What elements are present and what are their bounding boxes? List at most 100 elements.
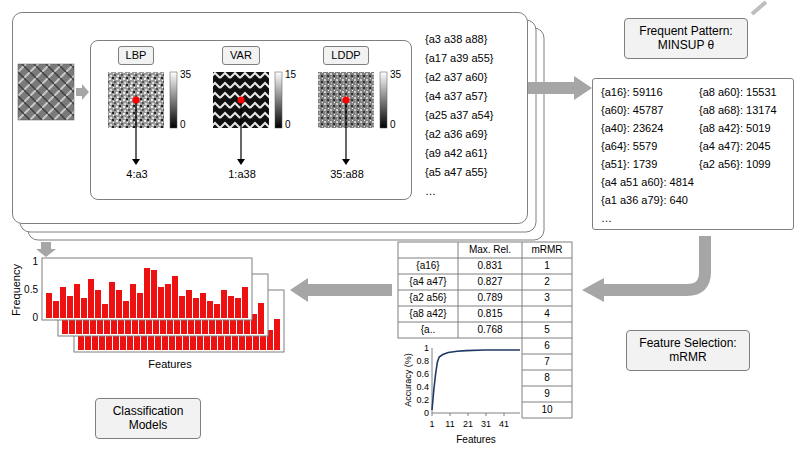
table-grid (398, 274, 572, 275)
node-text: {a25 a37 a54} (425, 109, 494, 122)
pipeline-panel: {a3 a38 a88}{a17 a39 a55}{a2 a37 a60}{a4… (12, 12, 528, 224)
colorbar-value: 0 (390, 119, 396, 131)
node-text: {a40}: 23624 (601, 122, 663, 135)
pixel-marker (343, 97, 350, 104)
axis-title: Features (456, 434, 495, 446)
node-text: Classification Models (103, 404, 193, 433)
descriptor-label: LBP (118, 46, 155, 65)
table-cell: {a4 a47} (409, 276, 446, 288)
histogram-panel (42, 258, 252, 320)
node-text: {a8 a60}: 15531 (699, 86, 777, 99)
pattern-list-box: {a16}: 59116 {a60}: 45787 {a40}: 23624 {a64… (592, 78, 794, 230)
axis-title: Frequency (10, 264, 23, 316)
colorbar (380, 72, 387, 128)
table-grid (572, 338, 573, 418)
tick-label: 11 (445, 419, 454, 429)
node-text: {a51}: 1739 (601, 158, 657, 171)
table-grid (398, 258, 572, 259)
table-cell: {a16} (416, 260, 439, 272)
node-text: 1:a38 (212, 168, 272, 181)
table-cell: 1 (544, 260, 550, 272)
tick-label: 0.2 (416, 395, 429, 405)
node-text: {a4 a47}: 2045 (699, 140, 771, 153)
table-grid (458, 242, 459, 338)
tick-label: 0.6 (416, 369, 429, 379)
table-grid (398, 242, 572, 418)
colorbar (275, 72, 282, 128)
accuracy-chart (432, 413, 504, 416)
table-header: Max. Rel. (469, 244, 511, 256)
node-text: {a2 a36 a69} (425, 128, 487, 141)
leader-line (135, 100, 136, 160)
accuracy-chart (432, 413, 433, 416)
tick-label: 1 (32, 256, 38, 268)
panel-ground (12, 12, 528, 224)
flow-arrow (36, 242, 56, 257)
node-text: VAR (230, 49, 252, 62)
tick-label: 1 (424, 343, 429, 353)
node-text: {a2 a56}: 1099 (699, 158, 771, 171)
node-text: {a64}: 5579 (601, 140, 657, 153)
table-cell: 8 (544, 372, 550, 384)
colorbar-value: 0 (180, 119, 186, 131)
table-grid (398, 306, 572, 307)
colorbar (170, 72, 177, 128)
descriptor-label: LDDP (323, 46, 368, 65)
node-text: Frequent Pattern: MINSUP θ (632, 24, 740, 53)
table-grid (522, 386, 572, 387)
tick-label: 0.5 (24, 284, 38, 296)
table-grid (398, 290, 572, 291)
node-text: {a5 a47 a55} (425, 166, 487, 179)
node-text: … (425, 185, 436, 198)
table-cell: 7 (544, 356, 550, 368)
table-cell: 9 (544, 388, 550, 400)
accuracy-chart (432, 413, 520, 414)
accuracy-chart (432, 348, 520, 416)
tick-label: 21 (463, 419, 473, 429)
descriptor-label: VAR (222, 46, 260, 65)
table-cell: 0.815 (477, 308, 502, 320)
node-text: {a17 a39 a55} (425, 52, 494, 65)
pixel-marker (133, 97, 350, 104)
table-cell: 10 (541, 404, 552, 416)
flow-arrow (528, 76, 592, 100)
table-cell: 0.768 (477, 324, 502, 336)
node-text: … (601, 212, 612, 225)
table-cell: 4 (544, 308, 550, 320)
node-text: {a8 a68}: 13174 (699, 104, 777, 117)
tick-label: 0.4 (416, 382, 429, 392)
pen-stroke (752, 2, 766, 14)
table-cell: 0.789 (477, 292, 502, 304)
leader-line (345, 100, 346, 160)
process-box: Classification Models (95, 398, 201, 439)
curved-arrow (604, 236, 705, 290)
colorbar-value: 35 (180, 69, 191, 81)
node-text: {a60}: 45787 (601, 104, 663, 117)
leader-line (132, 100, 350, 165)
node-text: {a16}: 59116 (601, 86, 663, 99)
table-cell: 6 (544, 340, 550, 352)
tick-label: 0 (424, 408, 429, 418)
table-cell: 2 (544, 276, 550, 288)
leader-line (240, 100, 241, 160)
process-box: Feature Selection: mRMR (626, 330, 750, 371)
accuracy-chart (504, 413, 505, 416)
curved-arrow-head (582, 278, 604, 302)
pixel-marker (238, 97, 245, 104)
node-text: 4:a3 (107, 168, 167, 181)
table-grid (522, 354, 572, 355)
flow-arrow (290, 278, 392, 302)
accuracy-chart (468, 413, 469, 416)
table-cell: 0.831 (477, 260, 502, 272)
texture-image (18, 64, 74, 120)
node-text: {a1 a36 a79}: 640 (601, 194, 688, 207)
colorbar-value: 0 (285, 119, 291, 131)
tick-label: 41 (499, 419, 509, 429)
table-grid (522, 370, 572, 371)
node-text: LDDP (331, 49, 360, 62)
table-grid (522, 242, 523, 418)
process-box: Frequent Pattern: MINSUP θ (624, 18, 748, 59)
node-text: {a2 a37 a60} (425, 71, 487, 84)
table-grid (398, 322, 572, 323)
